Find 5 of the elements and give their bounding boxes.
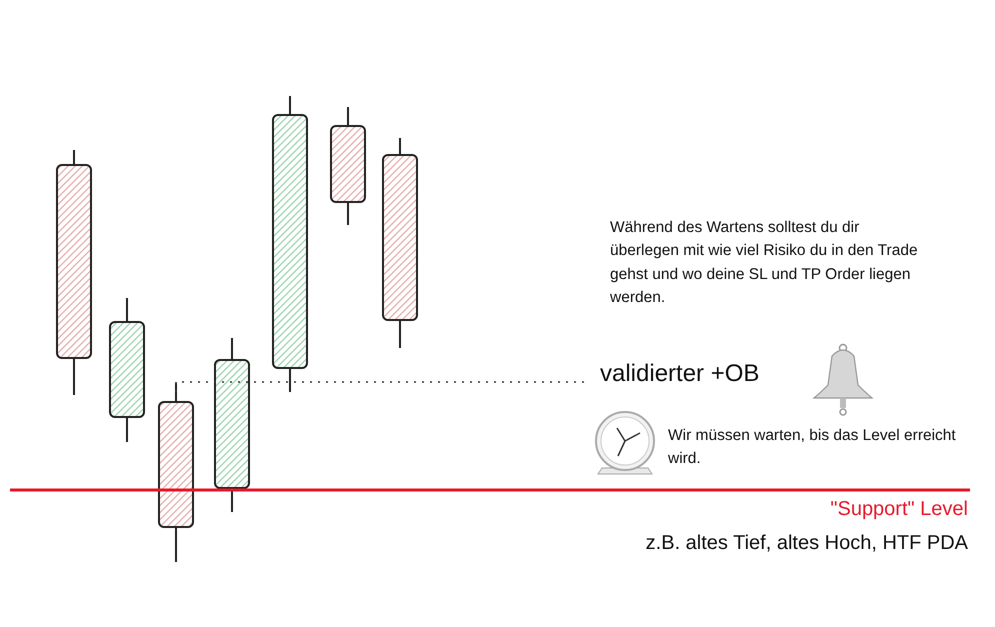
level-label: "Support" Level bbox=[830, 498, 968, 521]
example-text: z.B. altes Tief, altes Hoch, HTF PDA bbox=[646, 532, 968, 555]
note-text: Wir müssen warten, bis das Level erreicht wird. bbox=[668, 426, 957, 470]
level-label: validierter +OB bbox=[600, 360, 760, 388]
note-text: Während des Wartens solltest du dir überlegen mit wie viel Risiko du in den Trade gehst und wo deine SL und TP Order liegen werden. bbox=[610, 218, 919, 308]
